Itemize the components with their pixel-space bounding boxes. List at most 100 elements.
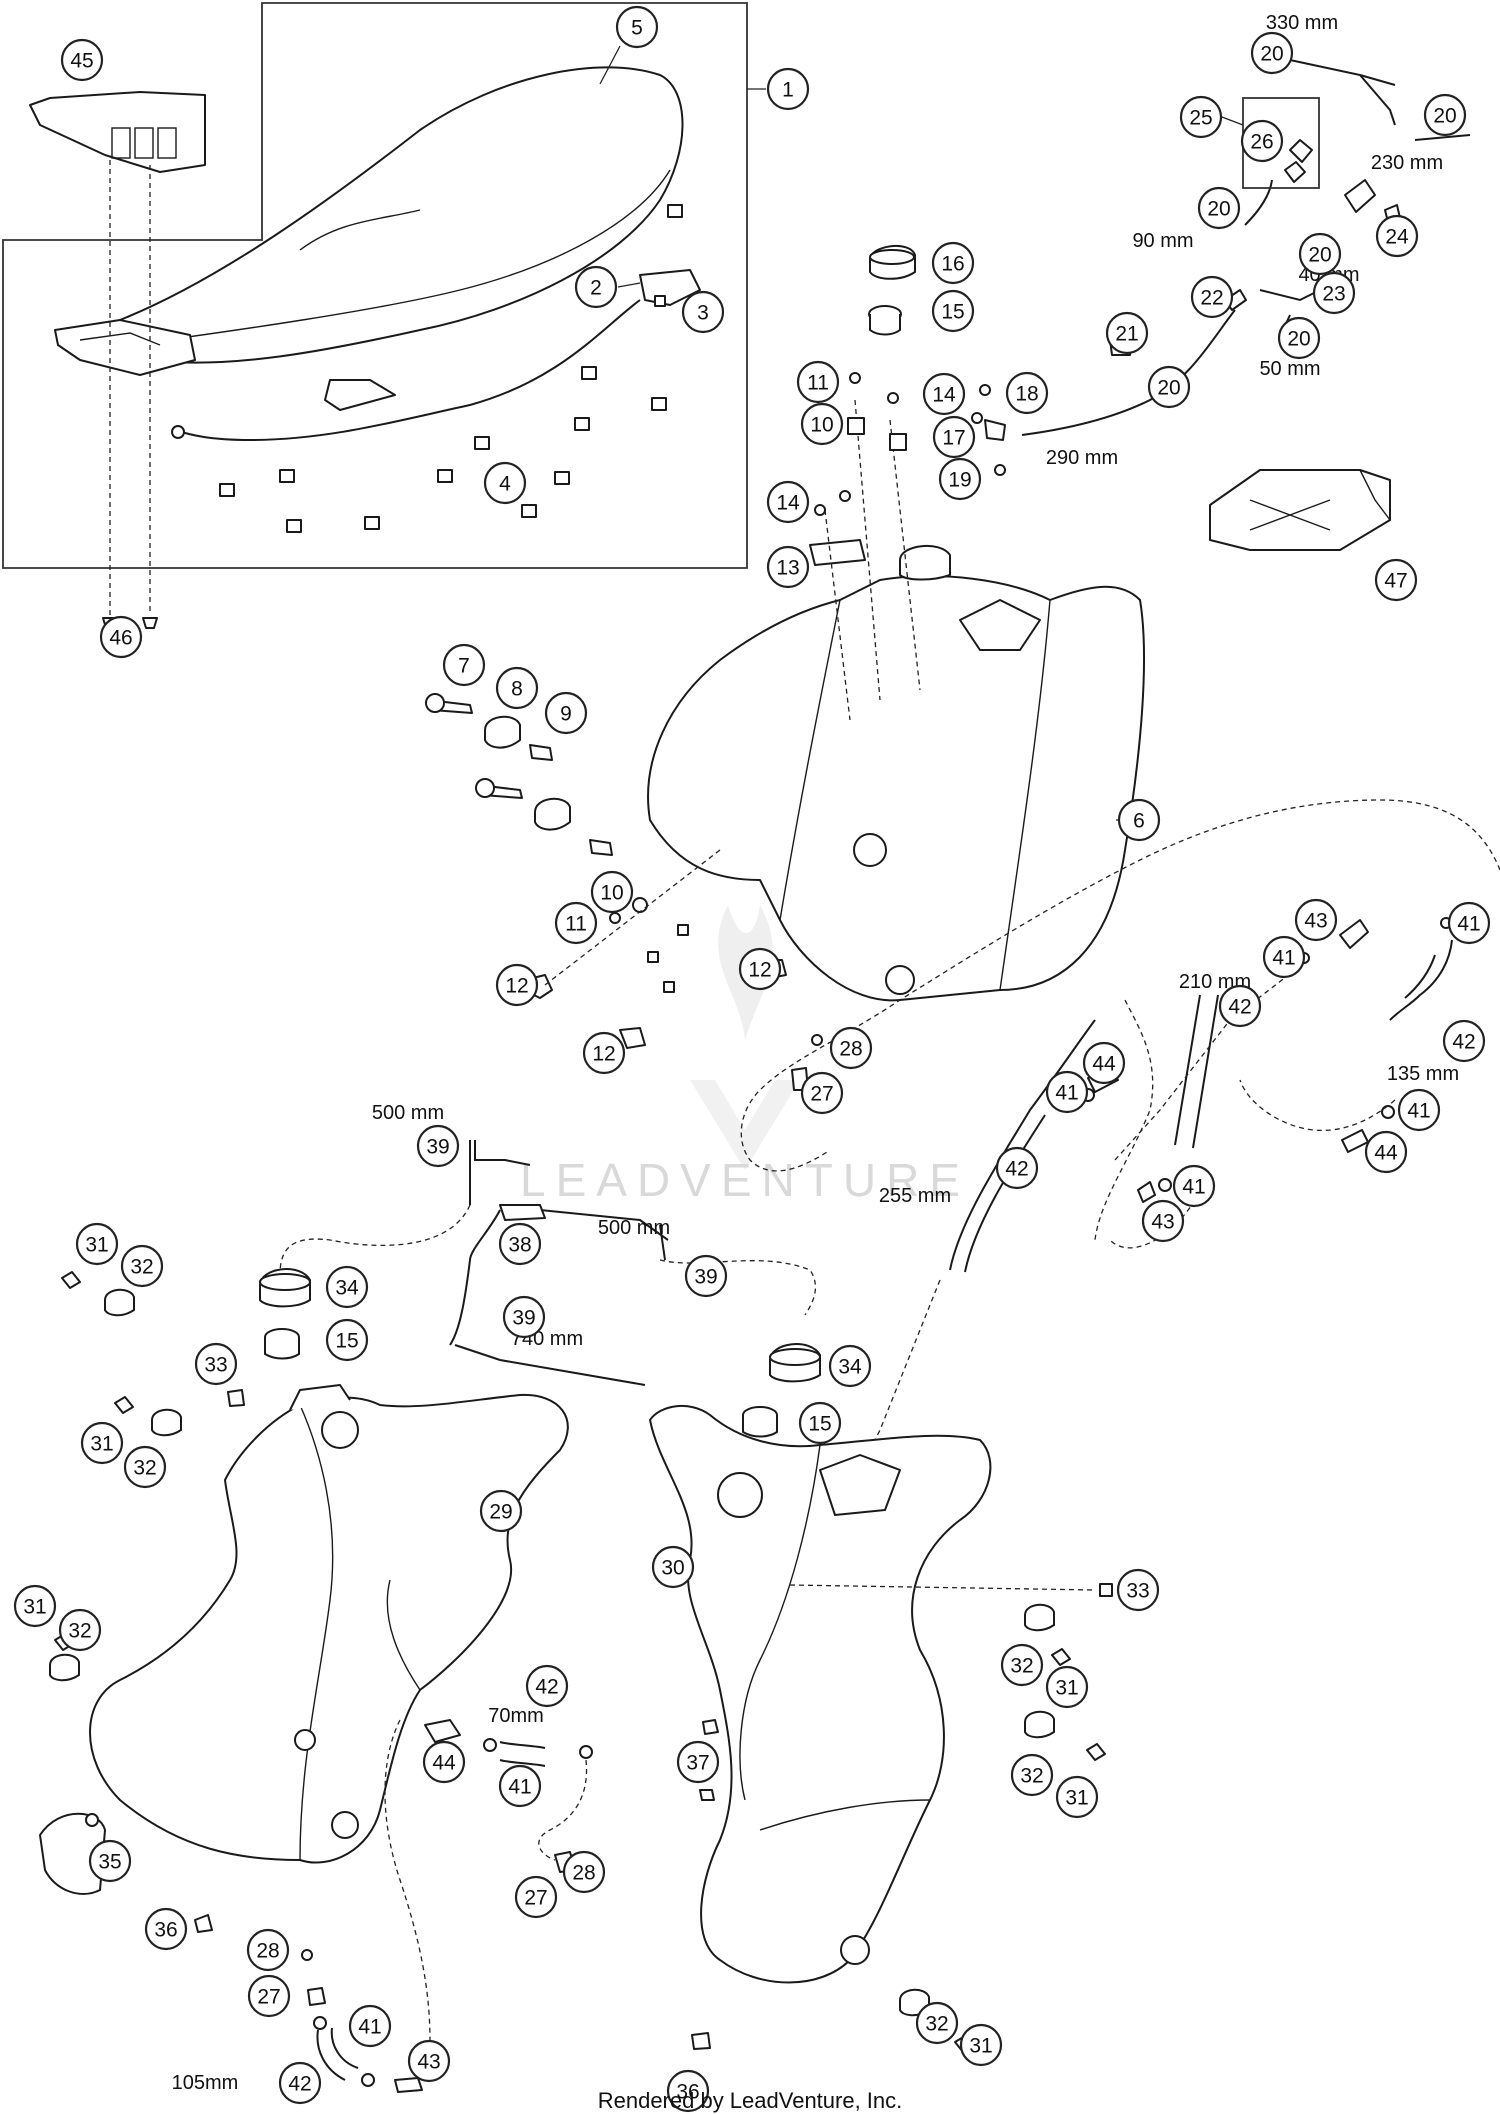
callout-circle xyxy=(800,1071,844,1115)
callout-number: 15 xyxy=(941,301,964,324)
callout-31: 31 xyxy=(80,1421,124,1465)
callout-12: 12 xyxy=(582,1031,626,1075)
callout-14: 14 xyxy=(922,372,966,416)
callout-42: 42 xyxy=(278,2061,322,2105)
callout-3: 3 xyxy=(681,290,725,334)
seat-clips xyxy=(102,204,683,629)
callout-10: 10 xyxy=(590,870,634,914)
callout-number: 10 xyxy=(810,414,833,437)
callout-number: 20 xyxy=(1260,43,1283,66)
callout-circle xyxy=(766,480,810,524)
callout-20: 20 xyxy=(1423,93,1467,137)
callout-number: 34 xyxy=(335,1277,359,1300)
callout-8: 8 xyxy=(495,666,539,710)
callout-circle xyxy=(1240,119,1284,163)
callout-circle xyxy=(495,666,539,710)
callout-number: 2 xyxy=(590,277,602,300)
breather-hose-tree xyxy=(279,1140,817,1386)
callout-number: 27 xyxy=(810,1083,833,1106)
callout-number: 15 xyxy=(808,1413,831,1436)
tank-mount-bushings xyxy=(425,693,613,856)
callout-circle xyxy=(766,67,810,111)
callout-circle xyxy=(590,870,634,914)
callout-number: 41 xyxy=(358,2016,381,2039)
callout-number: 28 xyxy=(572,1862,595,1885)
callout-11: 11 xyxy=(796,360,840,404)
dimension-label: 70mm xyxy=(488,1705,544,1727)
callout-number: 39 xyxy=(426,1136,449,1159)
callout-circle xyxy=(88,1839,132,1883)
callout-circle xyxy=(120,1244,164,1288)
callout-34: 34 xyxy=(325,1265,369,1309)
callout-number: 32 xyxy=(130,1256,153,1279)
callout-27: 27 xyxy=(514,1875,558,1919)
callout-circle xyxy=(1117,798,1161,842)
callout-circle xyxy=(416,1124,460,1168)
callout-number: 41 xyxy=(1457,913,1480,936)
callout-number: 43 xyxy=(417,2051,440,2074)
callout-circle xyxy=(1010,1753,1054,1797)
callout-circle xyxy=(1250,31,1294,75)
callout-circle xyxy=(1447,901,1491,945)
callout-29: 29 xyxy=(479,1489,523,1533)
callout-22: 22 xyxy=(1190,275,1234,319)
dimension-label: 255 mm xyxy=(879,1185,951,1207)
callout-circle xyxy=(514,1875,558,1919)
dimension-label: 230 mm xyxy=(1371,152,1443,174)
callout-number: 27 xyxy=(524,1887,547,1910)
callout-circle xyxy=(1141,1199,1185,1243)
callout-42: 42 xyxy=(1218,984,1262,1028)
callout-circle xyxy=(766,545,810,589)
callout-circle xyxy=(922,372,966,416)
callout-number: 32 xyxy=(925,2013,948,2036)
callout-41: 41 xyxy=(1397,1088,1441,1132)
seat-group-box xyxy=(2,2,766,569)
callout-41: 41 xyxy=(1045,1070,1089,1114)
callout-number: 45 xyxy=(70,50,93,73)
watermark-logo xyxy=(690,905,800,1170)
callout-7: 7 xyxy=(442,643,486,687)
callout-number: 20 xyxy=(1433,105,1456,128)
callout-41: 41 xyxy=(348,2004,392,2048)
callout-number: 25 xyxy=(1189,107,1212,130)
callout-circle xyxy=(348,2004,392,2048)
callout-circle xyxy=(325,1265,369,1309)
right-aux-tank xyxy=(649,1404,1113,1984)
callout-number: 19 xyxy=(948,469,971,492)
callout-circle xyxy=(1197,186,1241,230)
long-vent-route xyxy=(740,799,1500,1521)
callout-circle xyxy=(1105,311,1149,355)
callout-number: 39 xyxy=(512,1307,535,1330)
callout-circle xyxy=(13,1584,57,1628)
callout-1: 1 xyxy=(766,67,810,111)
callout-circle xyxy=(144,1907,188,1951)
callout-39: 39 xyxy=(684,1254,728,1298)
callout-circle xyxy=(582,1031,626,1075)
callout-number: 31 xyxy=(1065,1787,1088,1810)
callout-circle xyxy=(1190,275,1234,319)
callout-number: 29 xyxy=(489,1501,512,1524)
callout-circle xyxy=(995,1146,1039,1190)
callout-number: 28 xyxy=(839,1038,862,1061)
callout-27: 27 xyxy=(800,1071,844,1115)
dimension-label: 500 mm xyxy=(372,1102,444,1124)
callout-circle xyxy=(1045,1070,1089,1114)
callout-number: 20 xyxy=(1157,377,1180,400)
callout-number: 15 xyxy=(335,1330,358,1353)
fuel-caps-lower xyxy=(259,1268,821,1438)
callout-number: 27 xyxy=(257,1986,280,2009)
callout-number: 41 xyxy=(1055,1082,1078,1105)
callout-number: 14 xyxy=(932,384,956,407)
callout-18: 18 xyxy=(1005,371,1049,415)
callout-circle xyxy=(1364,1130,1408,1174)
callout-number: 26 xyxy=(1250,131,1273,154)
callout-circle xyxy=(498,1222,542,1266)
callout-number: 10 xyxy=(600,882,623,905)
callout-circle xyxy=(1262,935,1306,979)
callout-31: 31 xyxy=(13,1584,57,1628)
callout-circle xyxy=(1294,898,1338,942)
callout-number: 36 xyxy=(154,1919,177,1942)
dimension-label: 290 mm xyxy=(1046,447,1118,469)
callout-circle xyxy=(1000,1643,1044,1687)
